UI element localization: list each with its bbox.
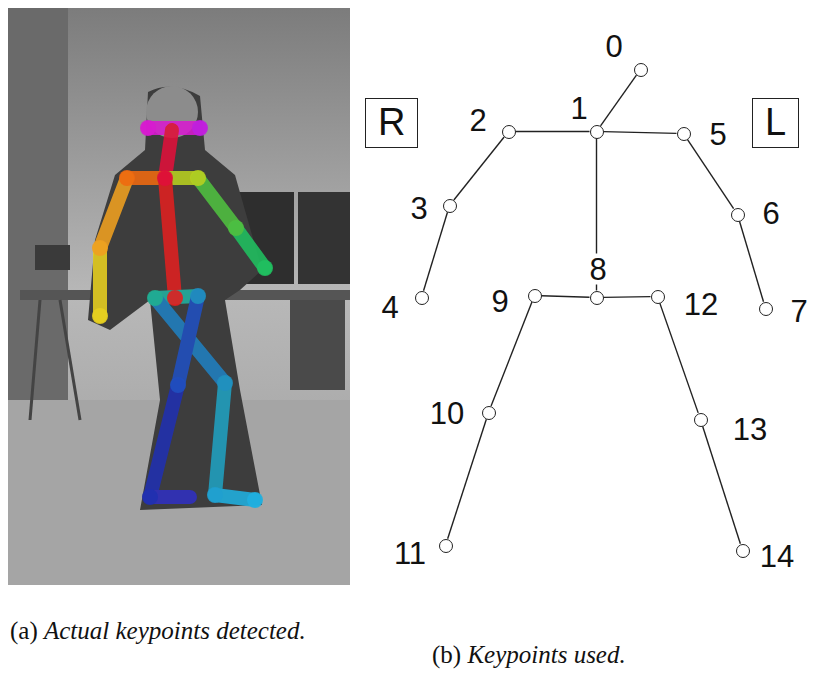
keypoint-circle: 4 [415,291,429,305]
photo-background [8,8,350,585]
skeleton-bone [660,303,698,413]
detected-joints [92,120,273,508]
skeleton-bone [739,221,763,302]
keypoint-number: 4 [379,292,400,323]
skeleton-bone [603,296,650,298]
side-letter: L [765,103,786,143]
keypoint-number: 10 [428,398,466,429]
skeleton-bone [541,296,589,298]
photo-person [88,87,262,510]
keypoint-circle: 10 [482,406,496,420]
keypoint-number: 11 [392,538,428,569]
keypoint-circle: 11 [439,539,453,553]
photo-tripod [60,300,80,420]
photo-cabinet [290,300,345,390]
keypoint-circle: 5 [677,127,691,141]
caption-text: Actual keypoints detected. [44,617,306,644]
subfigure-letter: (a) [10,617,38,644]
figure-caption: (a) Actual keypoints detected. [10,614,312,648]
photo-tripod [30,300,40,420]
side-letter: R [378,103,405,143]
keypoint-circle: 13 [694,413,708,427]
keypoint-number: 6 [760,198,781,229]
skeleton-bone [687,139,733,208]
keypoint-number: 8 [587,254,608,285]
keypoint-circle: 1 [590,125,604,139]
detected-skeleton [100,128,265,500]
photo-monitor [298,192,350,284]
keypoint-circle: 8 [590,291,604,305]
keypoint-number: 5 [707,119,728,150]
keypoint-number: 3 [408,193,429,224]
keypoint-number: 9 [489,286,510,317]
keypoint-circle: 3 [443,199,457,213]
side-label-box: R [365,98,418,148]
keypoint-number: 7 [788,296,809,327]
skeleton-bone [448,419,487,539]
keypoint-number: 14 [758,541,796,572]
keypoint-number: 0 [603,31,624,62]
skeleton-bone [601,75,637,126]
skeleton-bone [491,302,532,406]
keypoint-circle: 9 [528,289,542,303]
caption-text: Keypoints used. [467,641,625,668]
keypoint-number: 2 [467,105,488,136]
photo-camera [35,245,70,270]
side-label-box: L [752,98,799,148]
keypoint-number: 12 [682,289,720,320]
keypoint-circle: 2 [502,125,516,139]
subfigure-letter: (b) [432,641,461,668]
keypoint-circle: 0 [634,63,648,77]
keypoint-circle: 14 [736,544,750,558]
skeleton-bone [454,137,504,200]
skeleton-bone [424,212,448,291]
skeleton-bone [603,132,676,134]
photo-desk [20,290,350,300]
keypoint-circle: 6 [731,208,745,222]
keypoint-number: 1 [568,93,589,124]
figure-caption: (b) Keypoints used. [432,638,812,672]
keypoint-number: 13 [731,414,769,445]
keypoint-circle: 12 [651,290,665,304]
keypoint-circle: 7 [759,302,773,316]
skeleton-bone [516,131,590,132]
